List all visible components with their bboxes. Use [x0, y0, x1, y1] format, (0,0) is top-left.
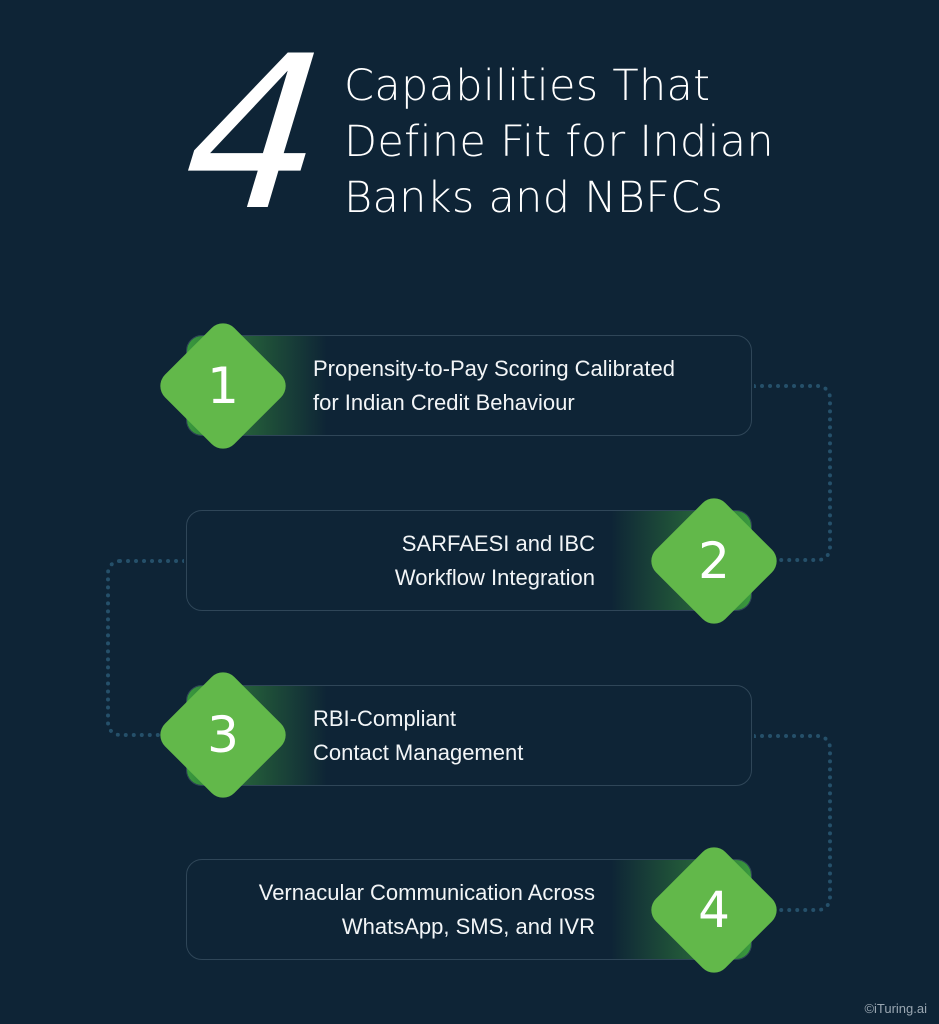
- step-3-number: 3: [207, 706, 239, 764]
- step-1-number: 1: [207, 357, 239, 415]
- step-3-text: RBI-Compliant Contact Management: [313, 686, 523, 785]
- connector-3-to-4: [754, 734, 832, 912]
- step-4-line-1: Vernacular Communication Across: [258, 879, 595, 905]
- title-line-1: Capabilities That: [344, 61, 711, 111]
- step-4-text: Vernacular Communication Across WhatsApp…: [259, 860, 595, 959]
- step-3-line-2: Contact Management: [313, 739, 524, 765]
- title-line-3: Banks and NBFCs: [344, 173, 724, 223]
- step-4-line-2: WhatsApp, SMS, and IVR: [341, 913, 595, 939]
- title-line-2: Define Fit for Indian: [344, 117, 774, 167]
- page-title: Capabilities That Define Fit for Indian …: [344, 58, 774, 226]
- big-number-four: 4: [175, 10, 336, 257]
- connector-2-to-3: [106, 559, 184, 737]
- step-1-line-2: for Indian Credit Behaviour: [313, 389, 575, 415]
- step-2-number: 2: [698, 532, 730, 590]
- step-1-line-1: Propensity-to-Pay Scoring Calibrated: [313, 355, 675, 381]
- step-card-1: Propensity-to-Pay Scoring Calibrated for…: [186, 335, 752, 436]
- step-4-number: 4: [698, 881, 730, 939]
- step-1-text: Propensity-to-Pay Scoring Calibrated for…: [313, 336, 675, 435]
- step-2-line-1: SARFAESI and IBC: [401, 530, 595, 556]
- step-3-line-1: RBI-Compliant: [313, 705, 457, 731]
- step-2-text: SARFAESI and IBC Workflow Integration: [395, 511, 595, 610]
- connector-1-to-2: [754, 384, 832, 562]
- step-2-line-2: Workflow Integration: [394, 564, 595, 590]
- copyright-notice: ©iTuring.ai: [864, 1001, 927, 1016]
